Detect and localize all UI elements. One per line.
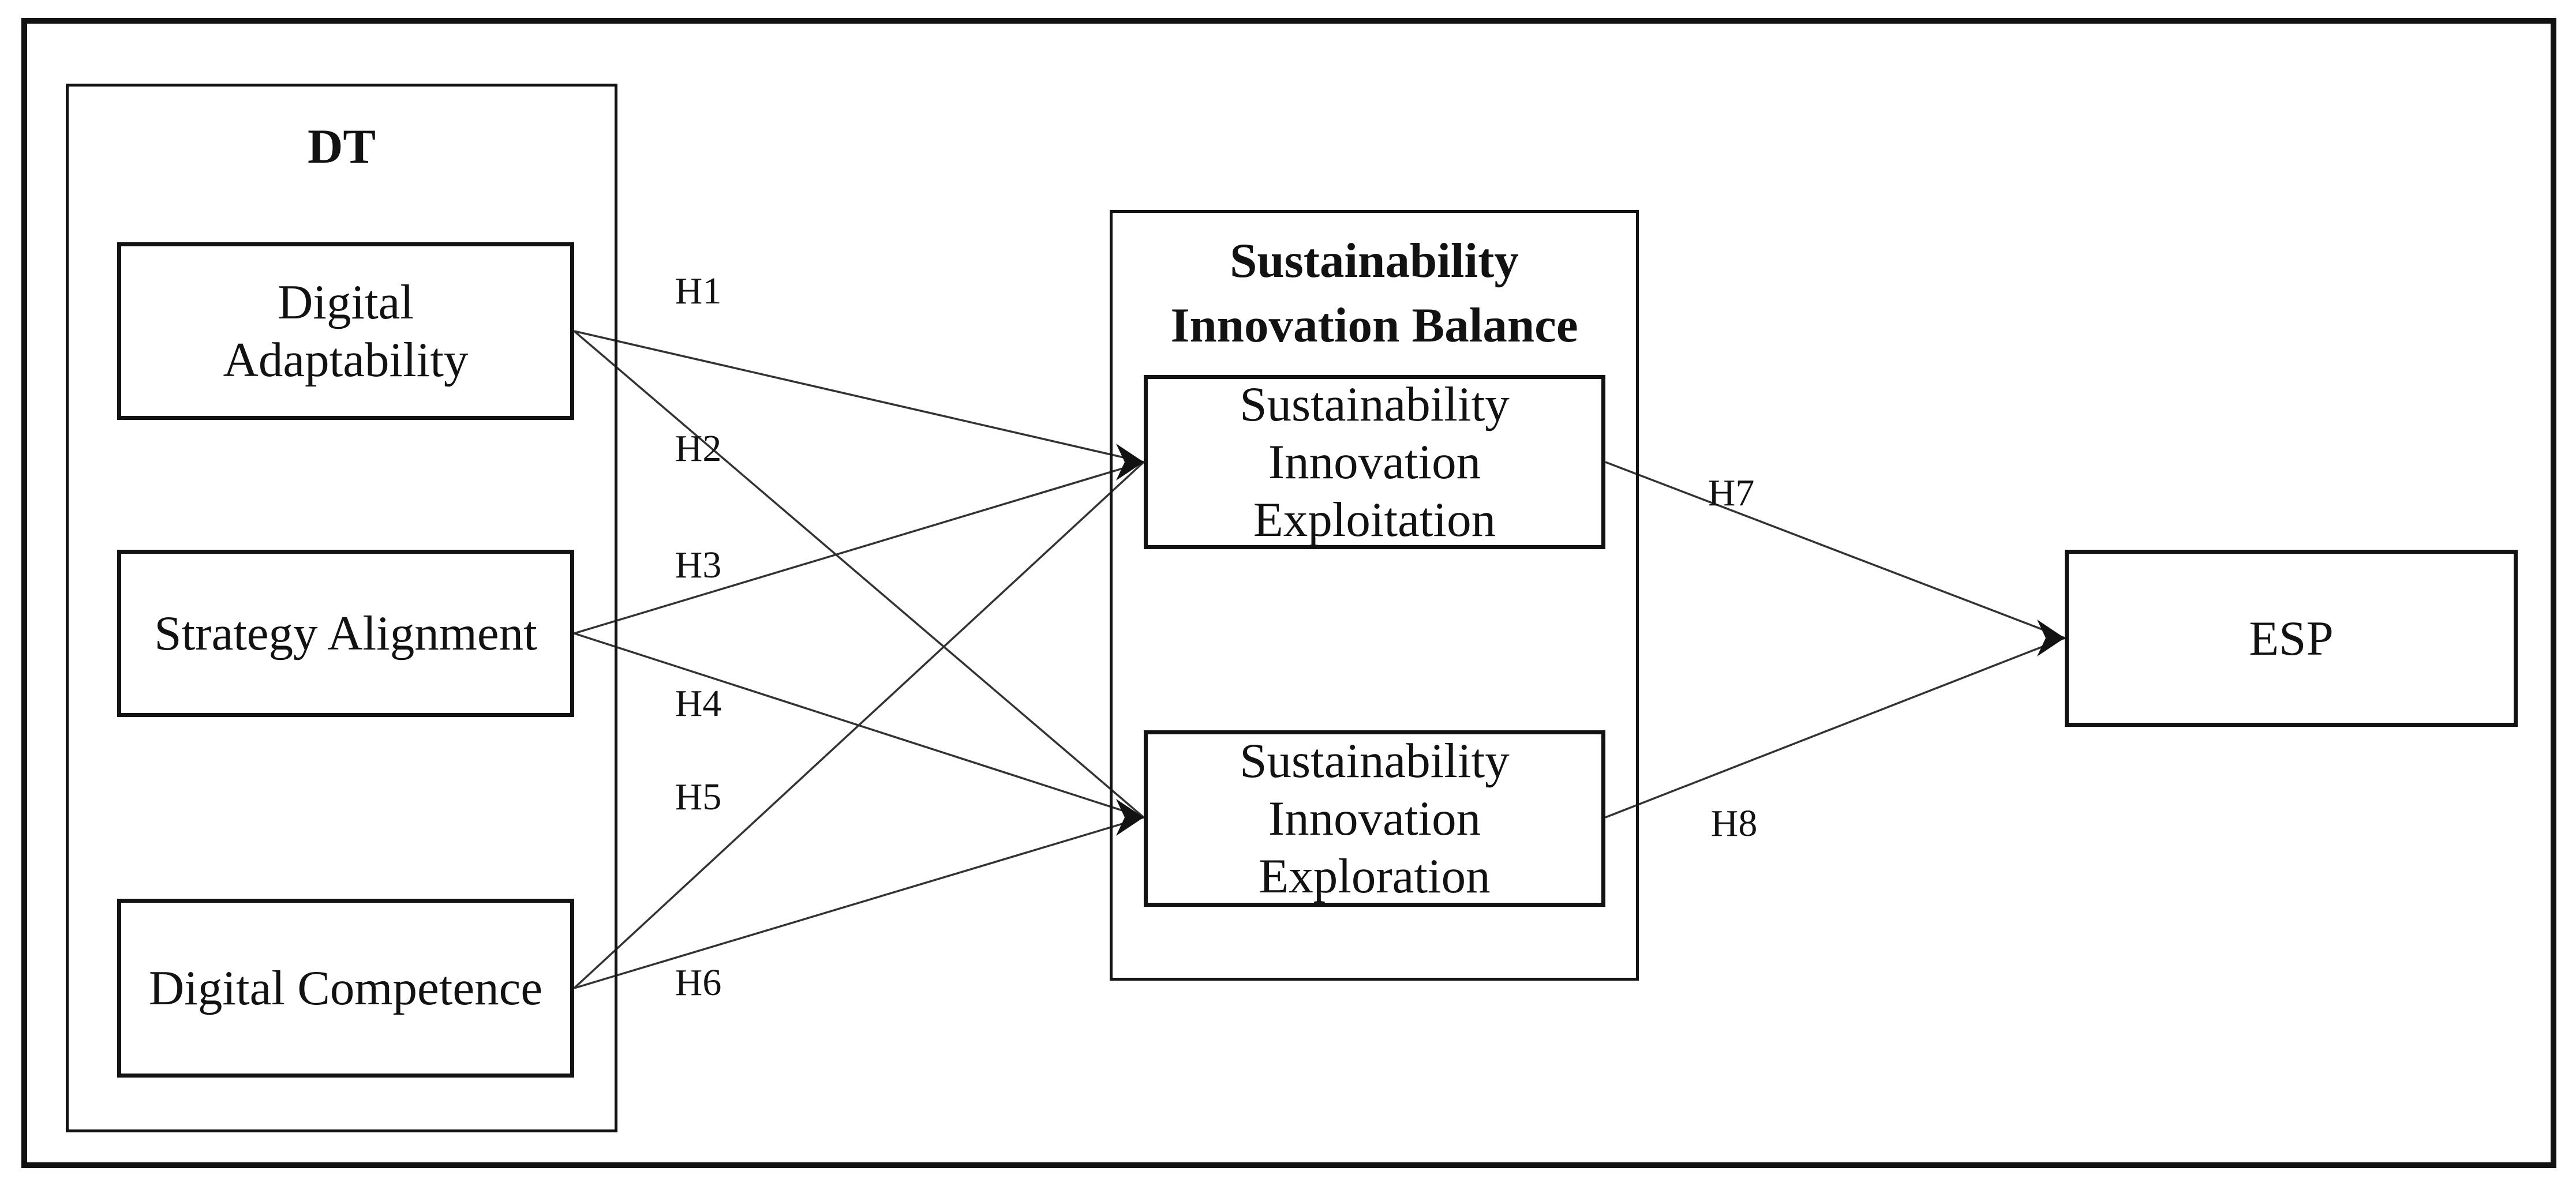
node-label-line: Digital Competence xyxy=(148,961,543,1015)
hypothesis-label-h8: H8 xyxy=(1710,802,1758,845)
hypothesis-label-h6: H6 xyxy=(675,962,722,1004)
node-esp: ESP xyxy=(2065,550,2518,727)
node-strategy-alignment: Strategy Alignment xyxy=(117,550,574,717)
node-digital-competence: Digital Competence xyxy=(117,899,574,1078)
hypothesis-label-h4: H4 xyxy=(675,682,722,725)
dt-group-frame xyxy=(66,84,617,1132)
node-label-line: Exploration xyxy=(1259,849,1491,903)
arrowhead-exploration xyxy=(1116,799,1144,836)
node-digital-adaptability: Digital Adaptability xyxy=(117,242,574,420)
node-label-line: ESP xyxy=(2249,611,2334,666)
sib-group-title-line: Sustainability xyxy=(1230,234,1519,288)
outer-border xyxy=(21,18,2556,1168)
node-label-line: Sustainability xyxy=(1240,377,1510,431)
arrowhead-esp xyxy=(2037,620,2065,656)
node-label-line: Innovation xyxy=(1268,435,1481,489)
arrow-line-h6 xyxy=(574,816,1144,989)
node-sustainability-innovation-exploitation: Sustainability Innovation Exploitation xyxy=(1144,375,1605,549)
hypothesis-label-h7: H7 xyxy=(1708,472,1755,514)
arrow-line-h2 xyxy=(573,330,1145,819)
hypothesis-label-h3: H3 xyxy=(675,544,722,586)
arrow-line-h7 xyxy=(1605,461,2065,639)
hypothesis-label-h2: H2 xyxy=(675,427,722,470)
sib-group-title: Sustainability Innovation Balance xyxy=(1110,228,1639,358)
node-label-line: Strategy Alignment xyxy=(154,606,537,660)
node-label-line: Innovation xyxy=(1268,791,1481,846)
node-label-line: Sustainability xyxy=(1240,734,1510,788)
arrow-line-h5 xyxy=(573,461,1145,989)
arrow-line-h8 xyxy=(1605,637,2065,819)
dt-group-title: DT xyxy=(307,119,376,174)
node-sustainability-innovation-exploration: Sustainability Innovation Exploration xyxy=(1144,730,1605,907)
sib-group-frame xyxy=(1110,210,1639,981)
arrow-line-h3 xyxy=(574,461,1144,635)
arrowhead-exploitation xyxy=(1116,444,1144,481)
sib-group-title-line: Innovation Balance xyxy=(1170,298,1578,352)
arrow-line-h1 xyxy=(574,330,1144,463)
node-label-line: Exploitation xyxy=(1253,493,1496,547)
hypothesis-label-h1: H1 xyxy=(675,270,722,312)
node-label-line: Digital xyxy=(277,275,414,329)
hypothesis-label-h5: H5 xyxy=(675,776,722,818)
node-label-line: Adaptability xyxy=(223,333,469,387)
